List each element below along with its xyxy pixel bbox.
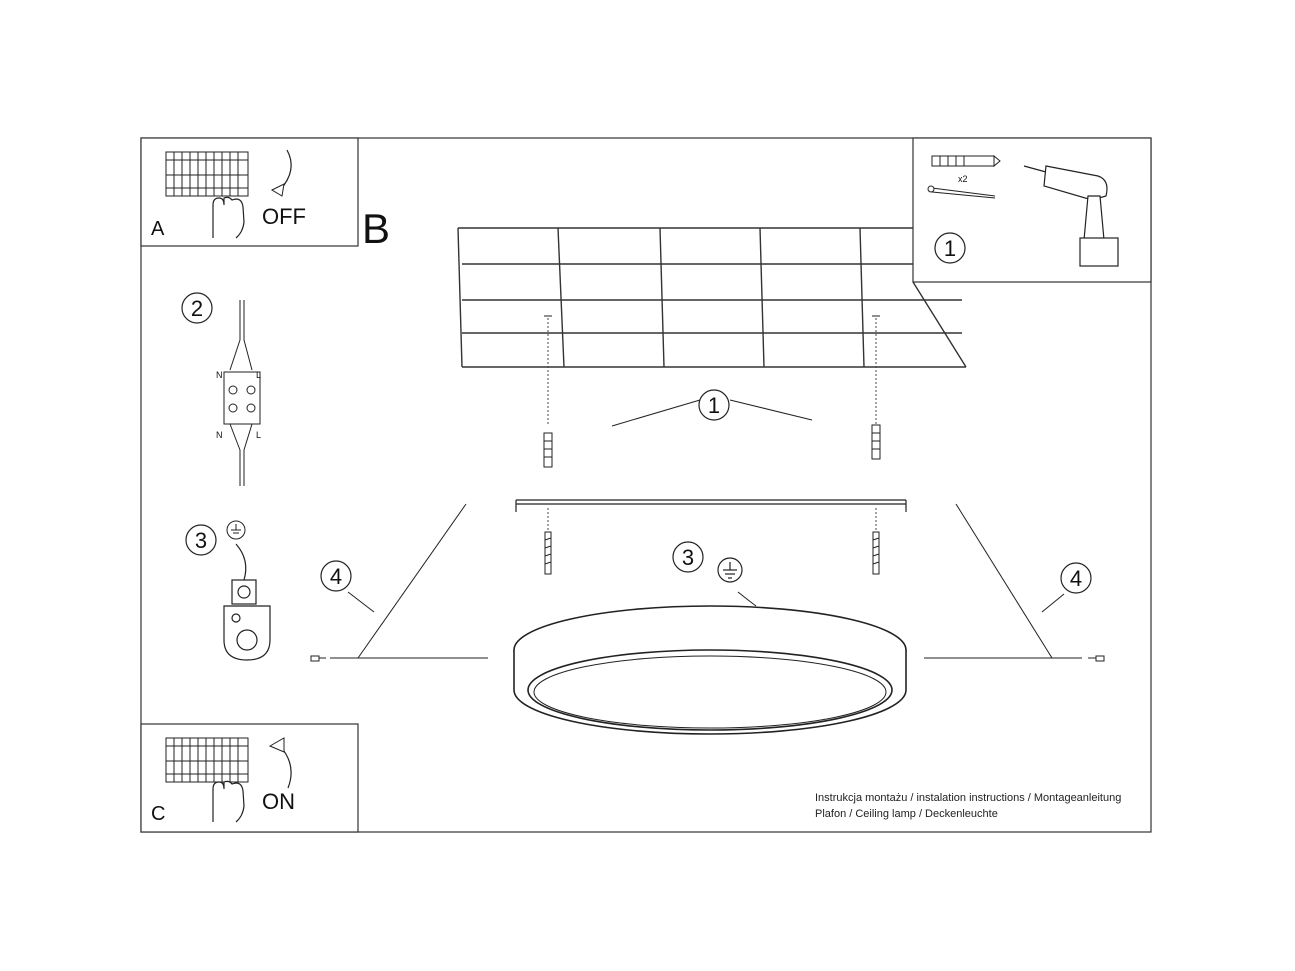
step-3-label: 3: [682, 545, 694, 570]
panel-tools: x2 1: [912, 137, 1152, 283]
hand-icon: [212, 780, 245, 823]
wall-anchor-icon: [931, 154, 1001, 168]
terminal-n-top: N: [216, 370, 223, 380]
terminal-block-icon: [223, 300, 261, 486]
ground-icon: [717, 557, 743, 583]
side-screw-left: [310, 655, 326, 662]
panel-c-action: ON: [262, 789, 295, 814]
ground-clamp-icon: [223, 543, 271, 661]
terminal-l-bottom: L: [256, 430, 261, 440]
step-2-badge: [181, 292, 213, 324]
step-4-right-badge: [1060, 562, 1092, 594]
step-2-label: 2: [191, 296, 203, 321]
ceiling-lamp: [513, 605, 907, 735]
mounting-bracket: [515, 499, 907, 512]
panel-c-power-on: ON C: [140, 723, 359, 833]
anchor-count: x2: [958, 174, 968, 184]
step-3-left-badge: [185, 524, 217, 556]
step-4-right-label: 4: [1070, 566, 1082, 591]
screw-right: [872, 531, 880, 575]
step-4-left-label: 4: [330, 564, 342, 589]
panel-a-action: OFF: [262, 204, 306, 229]
screw-left: [544, 531, 552, 575]
step-4-left-badge: [320, 560, 352, 592]
step-1-callout-badge: [698, 389, 730, 421]
ceiling-tiles: [457, 227, 967, 368]
terminal-n-bottom: N: [216, 430, 223, 440]
drill-icon: [1023, 165, 1119, 267]
breaker-box-icon: [165, 151, 249, 197]
hand-icon: [212, 196, 245, 239]
step-1-callout-label: 1: [708, 393, 720, 418]
panel-b-letter: B: [362, 205, 390, 252]
caption-line-2: Plafon / Ceiling lamp / Deckenleuchte: [815, 808, 998, 820]
breaker-box-icon: [165, 737, 249, 783]
screw-icon: [927, 185, 996, 199]
wall-plug-right: [871, 424, 881, 460]
outer-frame: [140, 137, 1152, 833]
side-screw-right: [1088, 655, 1105, 662]
panel-a-power-off: OFF A: [140, 137, 359, 247]
ground-icon: [226, 520, 246, 540]
panel-c-letter: C: [151, 803, 165, 825]
wall-plug-left: [543, 432, 553, 468]
terminal-l-top: L: [256, 370, 261, 380]
instructions-caption: Instrukcja montażu / instalation instruc…: [815, 790, 1121, 822]
step-3-left-label: 3: [195, 528, 207, 553]
caption-line-1: Instrukcja montażu / instalation instruc…: [815, 792, 1122, 804]
step-3-badge: [672, 541, 704, 573]
step-1-label: 1: [944, 236, 956, 261]
step-1-badge: [934, 232, 966, 264]
panel-a-letter: A: [151, 218, 165, 240]
